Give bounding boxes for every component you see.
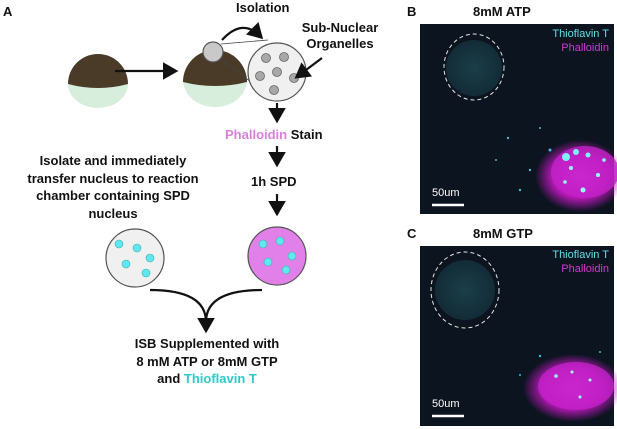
isb-line1: ISB Supplemented with bbox=[134, 336, 280, 351]
sub-nuclear-label: Sub-Nuclear Organelles bbox=[300, 20, 380, 52]
sub-nuclear-line2: Organelles bbox=[306, 36, 374, 51]
oocyte-isolation bbox=[183, 41, 247, 107]
panel-c-title: 8mM GTP bbox=[473, 226, 533, 241]
micrograph-gtp bbox=[420, 246, 617, 426]
merge-curve-left bbox=[149, 288, 208, 323]
transfer-line1: Isolate and immediately bbox=[39, 153, 187, 168]
panel-c-legend-phalloidin: Phalloidin bbox=[561, 263, 609, 275]
curved-arrow bbox=[221, 22, 264, 41]
isolation-label: Isolation bbox=[236, 0, 290, 15]
stain-word: Stain bbox=[287, 127, 323, 142]
panel-b-title: 8mM ATP bbox=[473, 4, 531, 19]
isb-description: ISB Supplemented with 8 mM ATP or 8mM GT… bbox=[110, 335, 304, 388]
phalloidin-stain-label: Phalloidin Stain bbox=[225, 127, 323, 142]
panel-letter-a: A bbox=[3, 4, 13, 19]
phalloidin-word: Phalloidin bbox=[225, 127, 288, 142]
isb-line2: 8 mM ATP or 8mM GTP bbox=[136, 353, 278, 369]
panel-b-legend-phalloidin: Phalloidin bbox=[561, 42, 609, 54]
transfer-line3: chamber containing SPD bbox=[36, 188, 190, 203]
nucleus-phalloidin bbox=[247, 226, 307, 286]
isb-line3: and Thioflavin T bbox=[110, 370, 304, 388]
panel-letter-c: C bbox=[407, 226, 417, 241]
spd-step-label: 1h SPD bbox=[251, 174, 297, 189]
arrow-to-organelle bbox=[294, 57, 323, 79]
panel-c-legend-thioflavin: Thioflavin T bbox=[552, 249, 609, 261]
nucleus-organelles bbox=[247, 42, 307, 102]
isb-and: and bbox=[157, 371, 184, 386]
zoom-line-top bbox=[220, 39, 269, 45]
merge-curve-right bbox=[204, 288, 263, 323]
oocyte-whole bbox=[68, 54, 128, 108]
panel-c-scale-label: 50um bbox=[432, 398, 460, 410]
panel-b-legend-thioflavin: Thioflavin T bbox=[552, 28, 609, 40]
panel-letter-b: B bbox=[407, 4, 417, 19]
sub-nuclear-line1: Sub-Nuclear bbox=[301, 20, 379, 35]
nucleus-thioflavin bbox=[105, 228, 165, 288]
transfer-line2: transfer nucleus to reaction bbox=[27, 170, 199, 186]
transfer-line4: nucleus bbox=[88, 205, 138, 221]
transfer-instructions: Isolate and immediately transfer nucleus… bbox=[0, 152, 228, 222]
micrograph-atp bbox=[420, 24, 617, 214]
isb-thioflavin: Thioflavin T bbox=[183, 371, 257, 386]
panel-b-scale-label: 50um bbox=[432, 187, 460, 199]
